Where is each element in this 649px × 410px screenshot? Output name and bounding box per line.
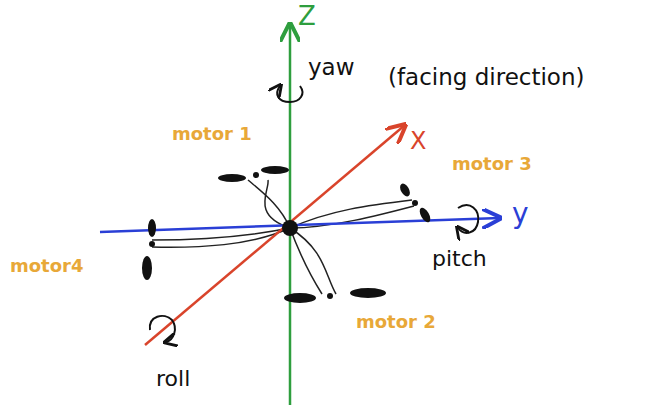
rotation-label: roll — [156, 366, 190, 391]
axis-label: y — [512, 198, 529, 230]
note-label: (facing direction) — [388, 64, 584, 90]
motor-label: motor4 — [10, 256, 84, 277]
motor-label: motor 2 — [356, 312, 436, 333]
motor-label: motor 3 — [452, 154, 532, 175]
rotation-label: yaw — [308, 54, 355, 80]
axis-label: X — [410, 128, 426, 156]
axis-label: Z — [298, 2, 316, 32]
rotation-label: pitch — [432, 246, 487, 271]
motor-label: motor 1 — [172, 124, 252, 145]
